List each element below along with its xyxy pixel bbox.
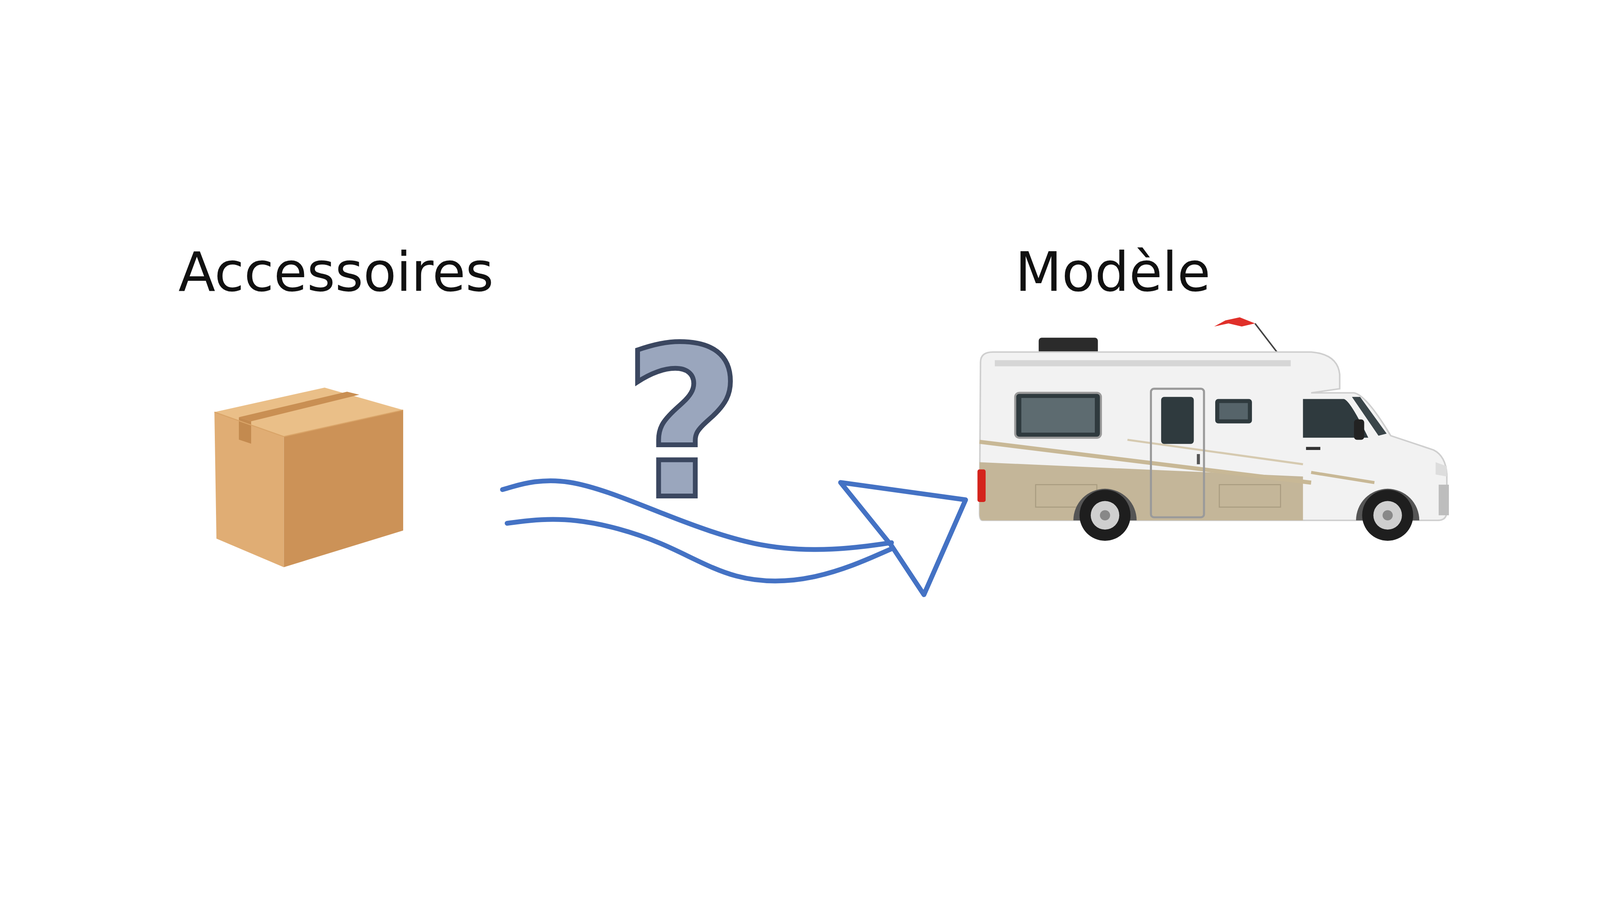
arrow-strand bbox=[507, 519, 892, 582]
item-heading: Modèle bbox=[1015, 240, 1211, 305]
camper-van bbox=[977, 317, 1450, 541]
item-heading: Accessoires bbox=[178, 240, 494, 305]
cardboard-box bbox=[214, 387, 404, 568]
illustrated-item: Modèle bbox=[968, 240, 1452, 544]
question-mark: ? bbox=[623, 320, 744, 528]
question-mark-holder: ? bbox=[623, 320, 744, 528]
arrow-head bbox=[840, 482, 966, 595]
illustrated-item: Accessoires bbox=[176, 240, 500, 572]
